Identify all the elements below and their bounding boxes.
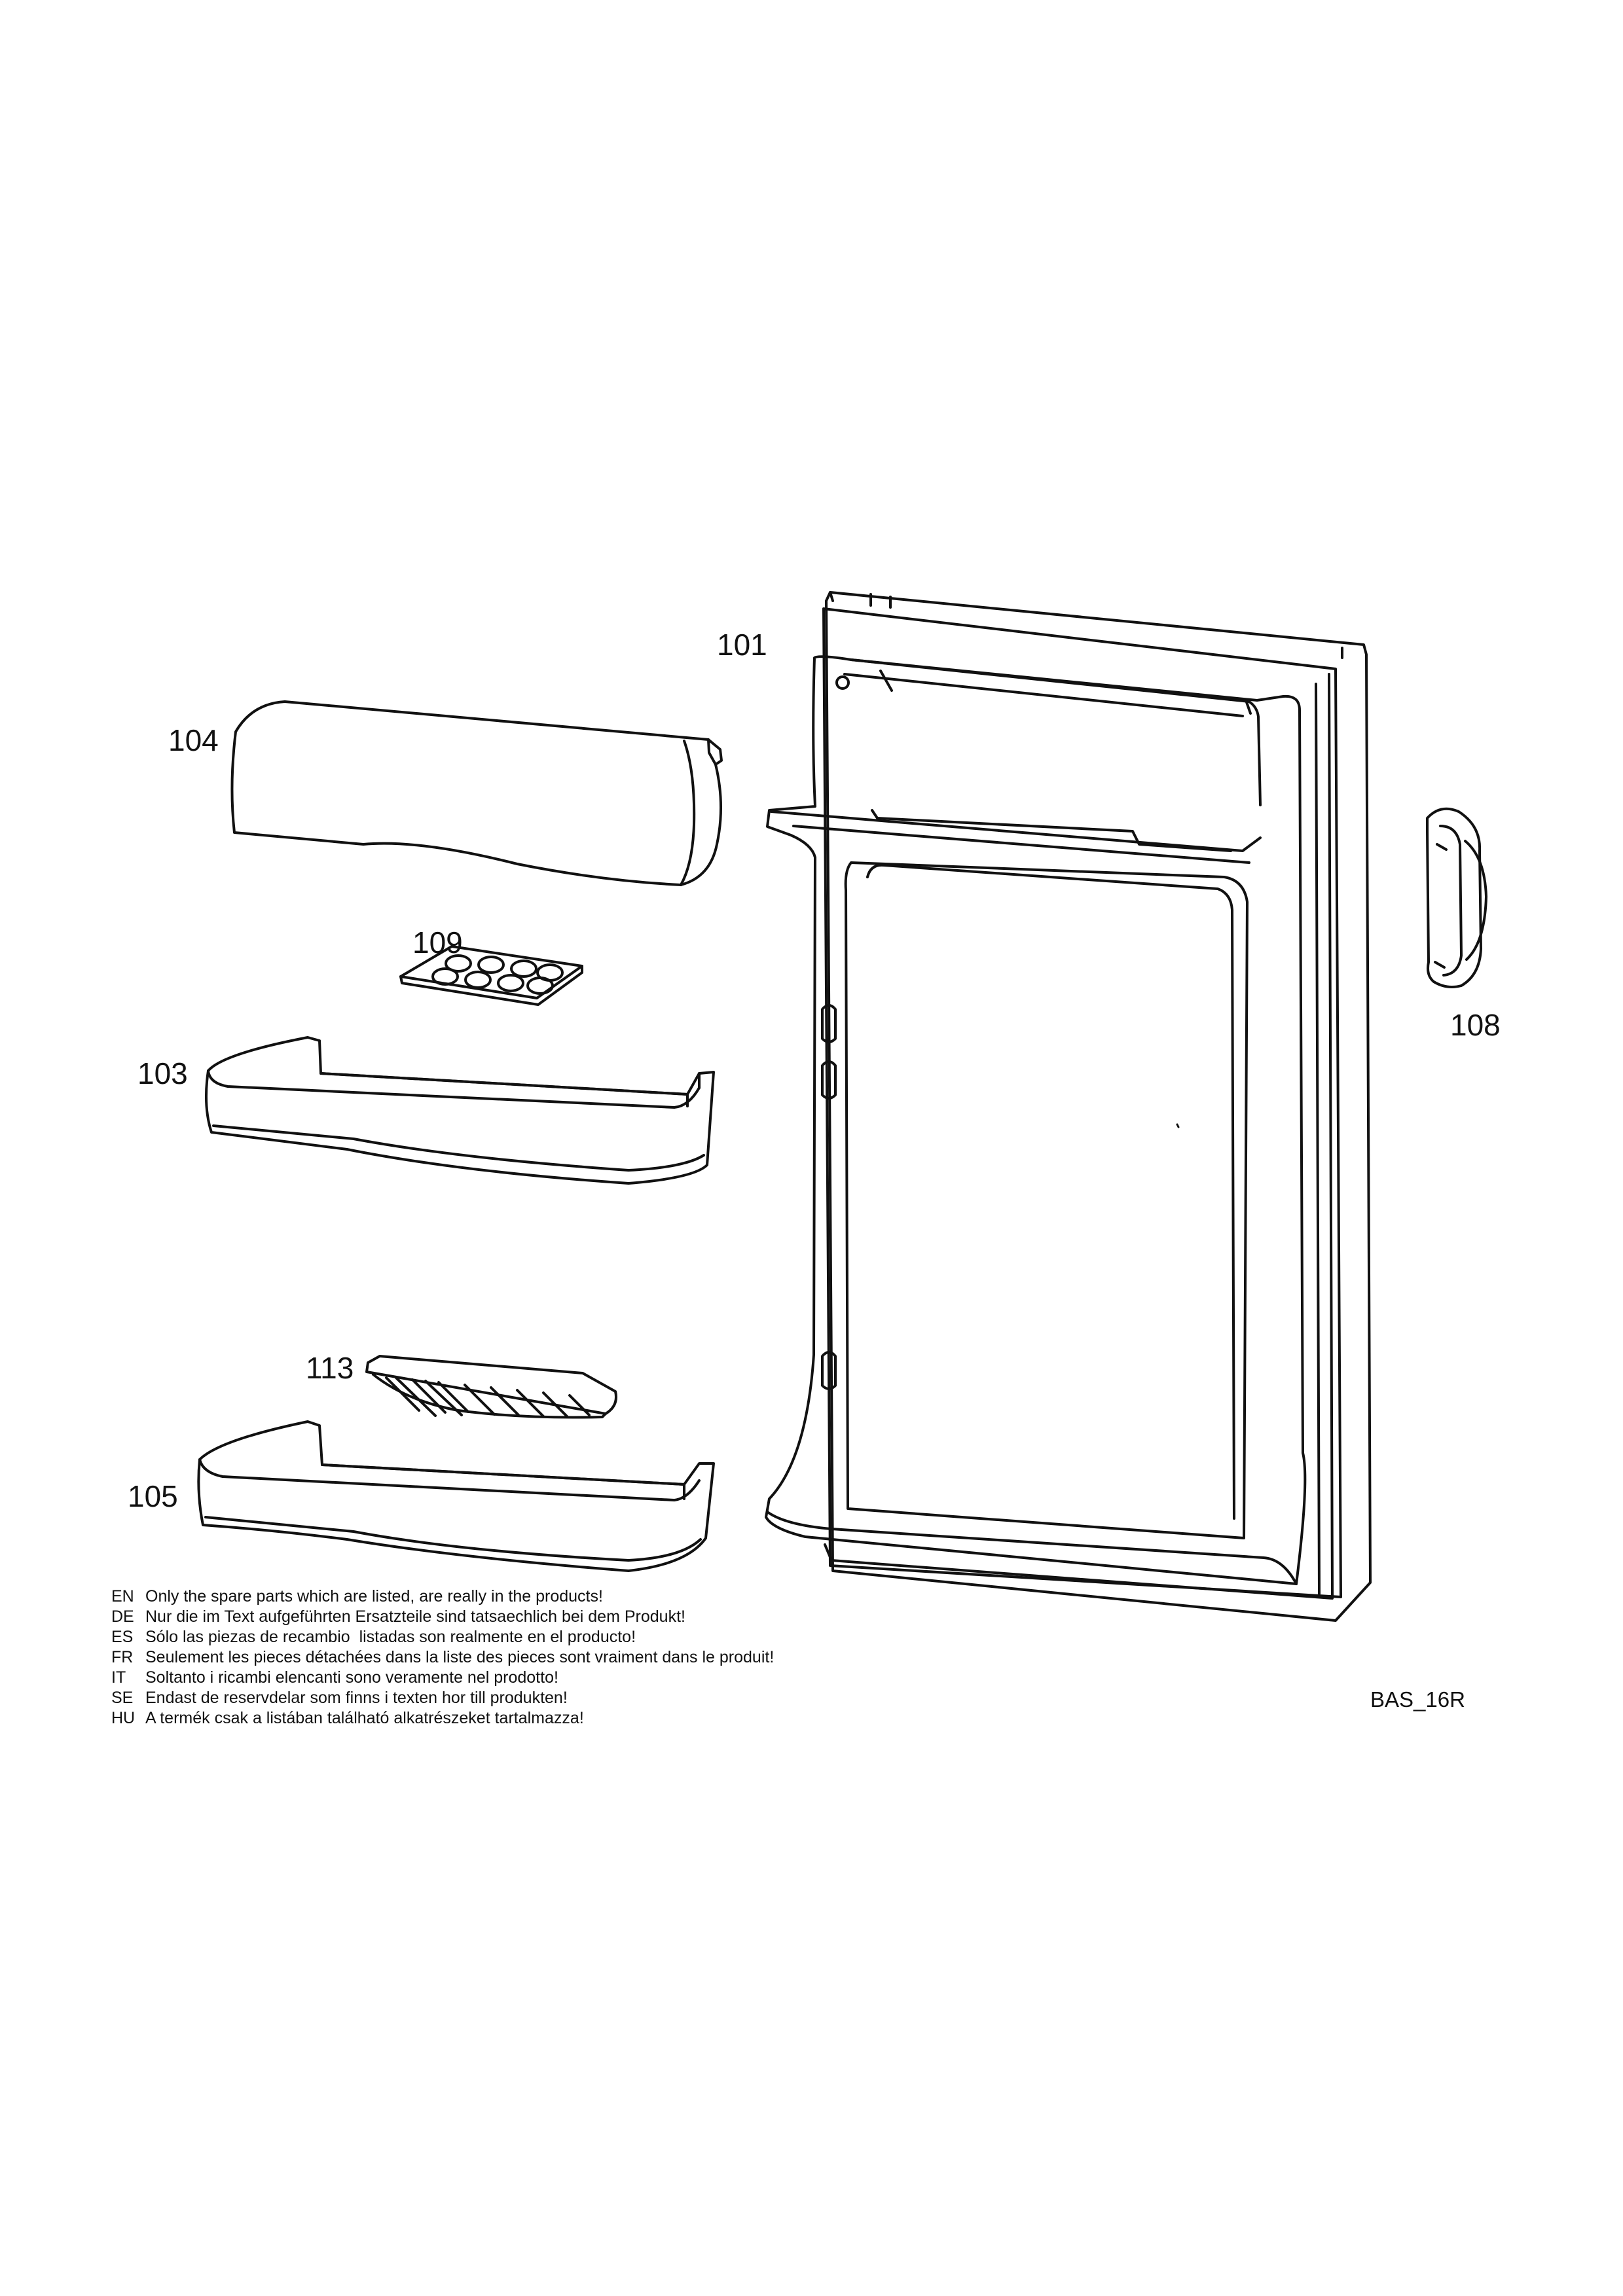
part-109-egg-tray <box>399 945 583 1006</box>
part-label-105: 105 <box>128 1479 178 1513</box>
part-105-bottle-shelf <box>197 1420 715 1572</box>
part-label-113: 113 <box>306 1351 354 1385</box>
part-104-dairy-cover <box>230 700 723 886</box>
part-113-bottle-retainer <box>365 1355 617 1419</box>
part-101-door-liner <box>765 591 1372 1622</box>
drawing-code: BAS_16R <box>1370 1687 1465 1712</box>
part-label-109: 109 <box>412 925 463 960</box>
part-108-door-handle <box>1426 807 1487 988</box>
part-103-door-shelf <box>204 1036 715 1185</box>
part-label-103: 103 <box>137 1056 188 1090</box>
leader-marks <box>458 941 1180 1128</box>
part-label-104: 104 <box>168 723 219 757</box>
part-label-108: 108 <box>1450 1008 1501 1042</box>
part-label-101: 101 <box>717 628 767 662</box>
